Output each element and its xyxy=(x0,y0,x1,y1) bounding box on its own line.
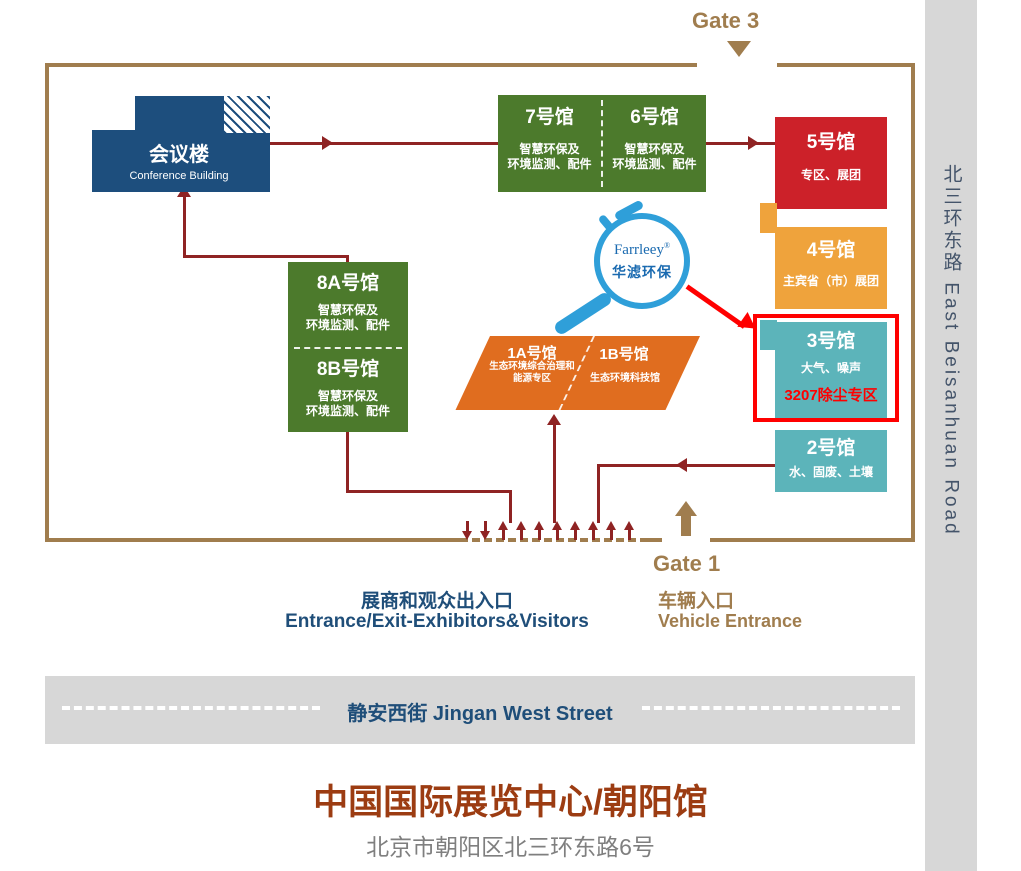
flow-path-entrance-left xyxy=(509,490,512,523)
hatched-roof-area xyxy=(224,96,270,133)
hall-8b: 8B号馆 智慧环保及 环境监测、配件 xyxy=(288,359,408,420)
left-arrow-icon xyxy=(676,458,687,472)
up-arrow-icon xyxy=(605,521,617,540)
hall-8a-desc: 智慧环保及 环境监测、配件 xyxy=(305,302,390,333)
up-arrow-icon xyxy=(533,521,545,540)
hall-1a-desc: 生态环境综合治理和 能源专区 xyxy=(489,361,575,384)
venue-border-bottom-left xyxy=(45,538,460,542)
flow-path-to-conference xyxy=(183,196,186,257)
hall-8-block: 8A号馆 智慧环保及 环境监测、配件 8B号馆 智慧环保及 环境监测、配件 xyxy=(288,262,408,432)
hall-4-annex xyxy=(760,203,777,233)
logo-brand: Farrleey® xyxy=(613,240,671,258)
venue-border-entrance-dashed xyxy=(460,538,648,542)
flow-path-entrance-right xyxy=(597,466,600,523)
conference-name: 会议楼 xyxy=(149,144,209,166)
right-arrow-icon xyxy=(322,136,333,150)
venue-border-bottom-right xyxy=(710,538,915,542)
hall-3-highlight-box xyxy=(753,314,899,422)
hall-5: 5号馆 专区、展团 xyxy=(775,117,887,209)
street-centerline-right xyxy=(642,706,900,710)
flow-path-hall8a-stub xyxy=(346,255,349,264)
hall-3-highlight-zone: 3207除尘专区 xyxy=(784,387,878,405)
hall-8a-name: 8A号馆 xyxy=(316,273,380,294)
gate-3-arrow-icon xyxy=(727,41,751,57)
hall-7-desc: 智慧环保及 环境监测、配件 xyxy=(507,141,592,172)
logo-name-cn: 华滤环保 xyxy=(612,263,672,280)
visitor-entrance-cn: 展商和观众出入口 xyxy=(360,591,513,612)
hall-2-name: 2号馆 xyxy=(806,438,856,459)
hall-3-desc: 大气、噪声 xyxy=(800,360,861,375)
magnifier-handle-icon xyxy=(552,290,614,337)
right-arrow-icon xyxy=(748,136,759,150)
vehicle-entrance-en: Vehicle Entrance xyxy=(658,611,803,631)
up-arrow-icon xyxy=(497,521,509,540)
venue-border-top-left xyxy=(45,63,697,67)
jingan-street xyxy=(45,676,915,744)
hall-3-name: 3号馆 xyxy=(806,331,856,352)
hall-4-desc: 主宾省（市）展团 xyxy=(782,273,879,288)
gate-3-label: Gate 3 xyxy=(692,8,760,33)
hall-1b-desc: 生态环境科技馆 xyxy=(590,373,660,384)
entrance-flow-arrows xyxy=(461,521,635,540)
hall-7-6-block: 7号馆 智慧环保及 环境监测、配件 6号馆 智慧环保及 环境监测、配件 xyxy=(498,95,706,192)
vehicle-entrance-cn: 车辆入口 xyxy=(658,591,735,612)
up-arrow-icon xyxy=(587,521,599,540)
venue-border-top-right xyxy=(777,63,915,67)
down-arrow-icon xyxy=(479,521,491,540)
gate-1-label: Gate 1 xyxy=(653,551,721,576)
conference-building-annex xyxy=(92,130,135,192)
up-arrow-icon xyxy=(551,521,563,540)
hall-divider-dashed xyxy=(601,100,603,187)
hall-2: 2号馆 水、固废、土壤 xyxy=(775,430,887,492)
venue-name: 中国国际展览中心/朝阳馆 xyxy=(313,783,708,822)
flow-path-hall8a-horizontal xyxy=(183,255,349,258)
venue-border-right xyxy=(911,63,915,542)
hall-8b-name: 8B号馆 xyxy=(316,359,380,380)
hall-4-name: 4号馆 xyxy=(806,240,856,261)
hall-1b-name: 1B号馆 xyxy=(599,346,649,363)
hall-2-desc: 水、固废、土壤 xyxy=(788,464,873,479)
registered-mark: ® xyxy=(663,240,671,250)
visitor-entrance-en: Entrance/Exit-Exhibitors&Visitors xyxy=(285,611,589,632)
conference-subtitle: Conference Building xyxy=(129,170,229,182)
hall-1a-name: 1A号馆 xyxy=(507,345,557,362)
up-arrow-icon xyxy=(547,414,561,425)
gate-1-arrow-icon xyxy=(675,501,697,516)
gate-1-arrow-stem xyxy=(681,516,691,536)
street-label: 静安西街 Jingan West Street xyxy=(347,703,613,725)
hall-7-name: 7号馆 xyxy=(525,107,574,128)
up-arrow-icon xyxy=(623,521,635,540)
conference-label: 会议楼 Conference Building xyxy=(95,138,263,182)
hall-8b-desc: 智慧环保及 环境监测、配件 xyxy=(305,388,390,419)
east-road xyxy=(925,0,977,871)
hall-3-annex xyxy=(760,320,777,350)
up-arrow-icon xyxy=(569,521,581,540)
hall-4: 4号馆 主宾省（市）展团 xyxy=(775,227,887,309)
street-centerline-left xyxy=(62,706,320,710)
venue-address: 北京市朝阳区北三环东路6号 xyxy=(366,834,655,860)
highlight-arrow-icon xyxy=(685,284,746,329)
flow-path-hall6-to-hall5 xyxy=(706,142,775,145)
venue-border-left xyxy=(45,63,49,542)
venue-border-bottom-mid xyxy=(648,538,662,542)
flow-path-hall8b-down xyxy=(346,432,349,492)
hall-6-name: 6号馆 xyxy=(630,107,679,128)
flow-path-entrance-to-hall1 xyxy=(553,424,556,523)
hall-3: 3号馆 大气、噪声 3207除尘专区 xyxy=(775,322,887,418)
east-road-label: 北三环东路 East Beisanhuan Road xyxy=(940,163,962,537)
down-arrow-icon xyxy=(461,521,473,540)
flow-path-conf-to-hall7 xyxy=(270,142,498,145)
hall-5-name: 5号馆 xyxy=(806,132,856,153)
flow-path-bottom-horizontal xyxy=(346,490,512,493)
hall-7: 7号馆 智慧环保及 环境监测、配件 xyxy=(498,95,601,192)
hall-6: 6号馆 智慧环保及 环境监测、配件 xyxy=(603,95,706,192)
up-arrow-icon xyxy=(515,521,527,540)
hall-divider-dashed xyxy=(294,347,402,349)
magnifier-logo-icon: Farrleey® 华滤环保 xyxy=(594,213,690,309)
hall-8a: 8A号馆 智慧环保及 环境监测、配件 xyxy=(288,273,408,334)
hall-5-desc: 专区、展团 xyxy=(800,167,861,182)
hall-6-desc: 智慧环保及 环境监测、配件 xyxy=(612,141,697,172)
